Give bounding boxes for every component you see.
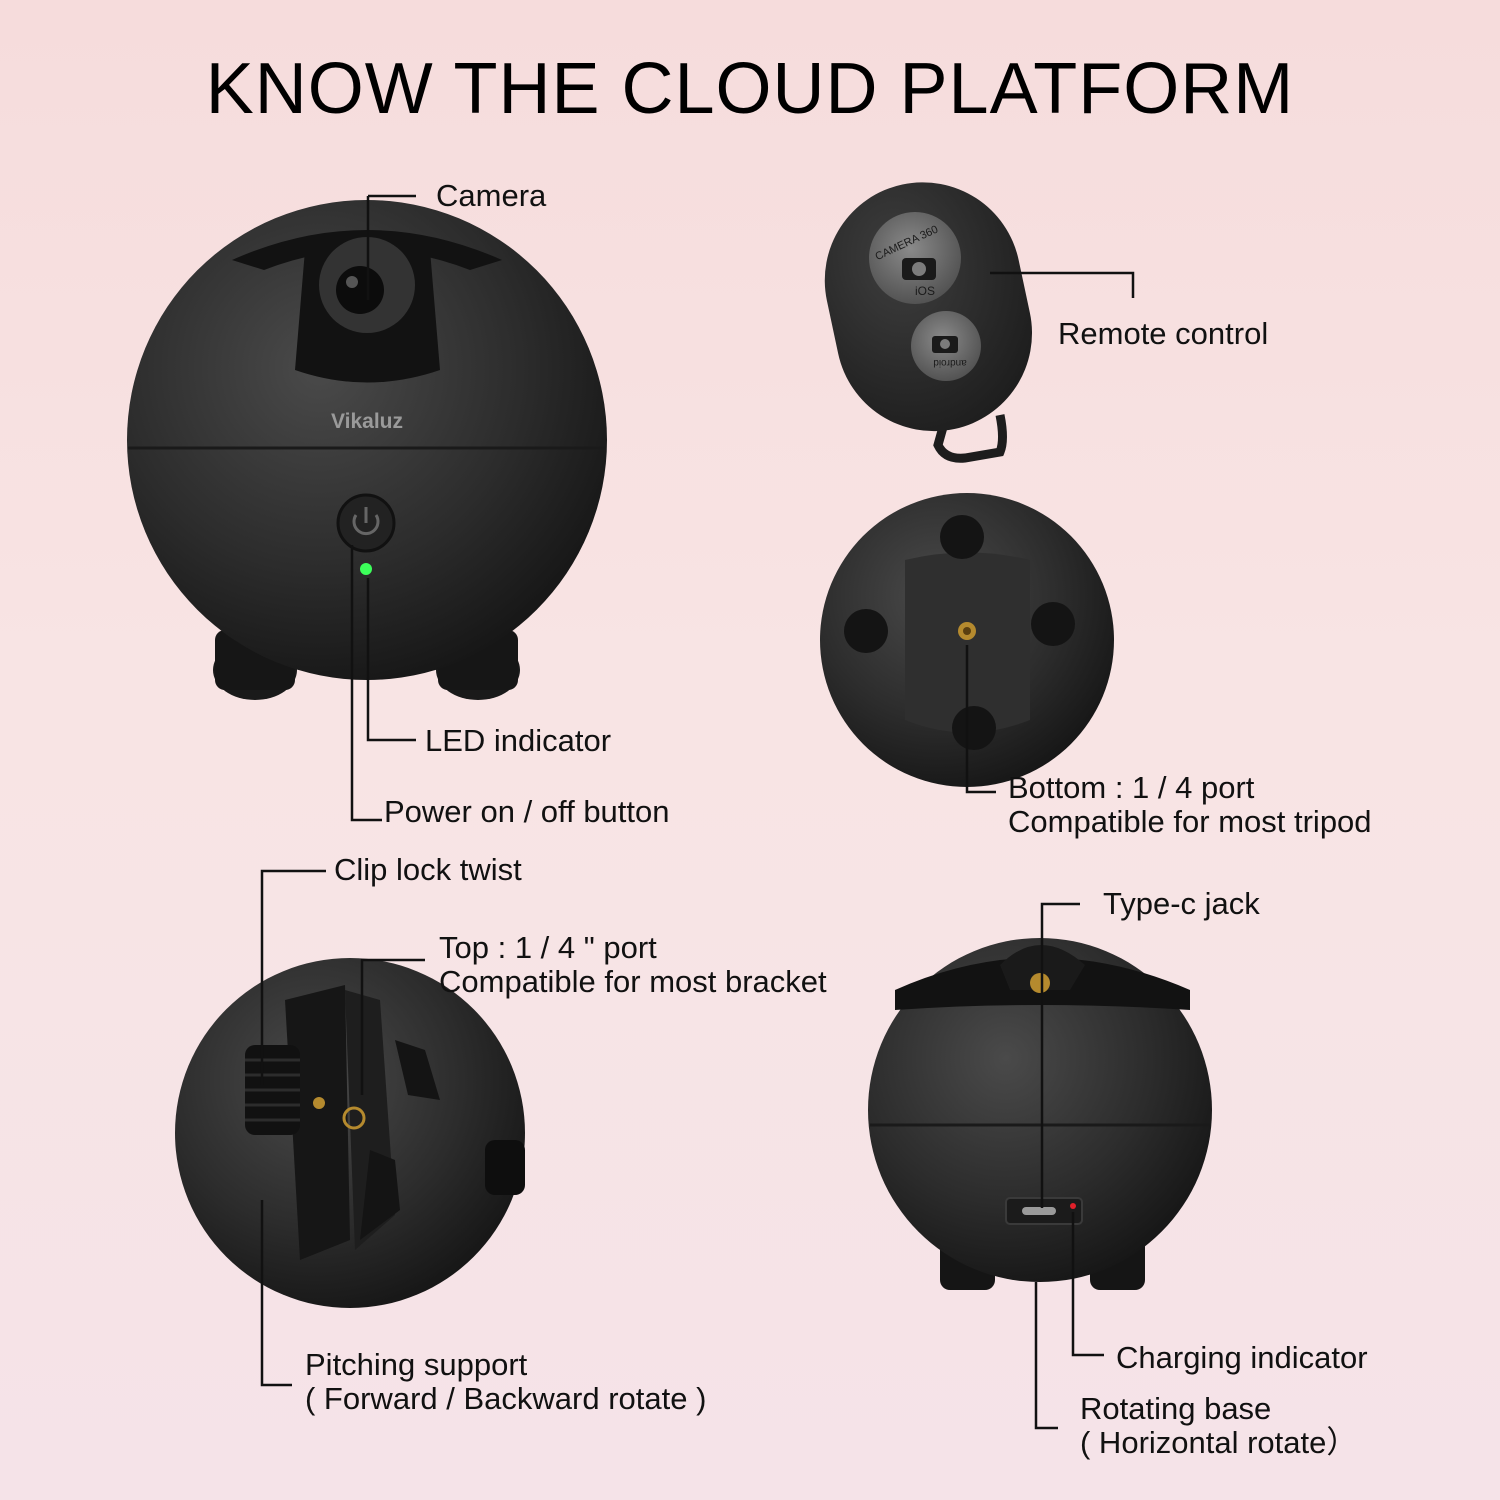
- label-remote-control: Remote control: [1058, 316, 1269, 351]
- label-led-indicator: LED indicator: [425, 723, 612, 758]
- label-top-port-1: Top : 1 / 4 " port: [439, 930, 657, 965]
- remote-control-illustration: CAMERA 360 iOS android: [824, 182, 1135, 463]
- device-body: [127, 200, 607, 680]
- device-bottom-view: [820, 493, 1114, 794]
- remote-label-android: android: [933, 357, 966, 368]
- device-side-view: [175, 869, 525, 1387]
- camera-lens: [336, 266, 384, 314]
- label-type-c: Type-c jack: [1103, 886, 1260, 921]
- back-body: [868, 938, 1212, 1282]
- clip-lock-leader: [260, 869, 326, 1085]
- label-charging-indicator: Charging indicator: [1116, 1340, 1368, 1375]
- pitching-leader: [260, 1200, 292, 1387]
- charging-indicator: [1070, 1203, 1076, 1209]
- foot-bottom: [952, 706, 996, 750]
- power-leader: [350, 545, 382, 822]
- label-rotating-2: ( Horizontal rotate）: [1080, 1425, 1358, 1460]
- foot-right: [1031, 602, 1075, 646]
- top-port: [313, 1097, 325, 1109]
- label-rotating-1: Rotating base: [1080, 1391, 1272, 1426]
- clip-arm: [285, 985, 350, 1260]
- label-bottom-port-2: Compatible for most tripod: [1008, 804, 1372, 839]
- label-camera: Camera: [436, 178, 547, 213]
- charging-leader: [1071, 1212, 1104, 1357]
- rotating-leader: [1034, 1282, 1058, 1430]
- device-back-view: [868, 902, 1212, 1430]
- type-c-leader: [1040, 902, 1080, 1208]
- remote-body: [824, 182, 1033, 432]
- label-pitching-1: Pitching support: [305, 1347, 528, 1382]
- foot-top: [940, 515, 984, 559]
- top-port-leader: [360, 958, 425, 1095]
- side-knob: [485, 1140, 525, 1195]
- label-power-button: Power on / off button: [384, 794, 670, 829]
- brand-logo: Vikaluz: [331, 410, 403, 433]
- led-leader: [366, 578, 416, 742]
- remote-leader: [990, 271, 1135, 298]
- bottom-port-leader: [965, 645, 996, 794]
- label-top-port-2: Compatible for most bracket: [439, 964, 827, 999]
- led-indicator: [360, 563, 372, 575]
- label-bottom-port-1: Bottom : 1 / 4 port: [1008, 770, 1255, 805]
- label-pitching-2: ( Forward / Backward rotate ): [305, 1381, 707, 1416]
- type-c-jack: [1022, 1207, 1056, 1215]
- device-front-view: Vikaluz: [127, 194, 607, 822]
- remote-label-ios: iOS: [915, 284, 935, 298]
- label-clip-lock: Clip lock twist: [334, 852, 522, 887]
- page-title: KNOW THE CLOUD PLATFORM: [205, 49, 1295, 129]
- foot-left: [844, 609, 888, 653]
- bottom-plate: [905, 552, 1030, 733]
